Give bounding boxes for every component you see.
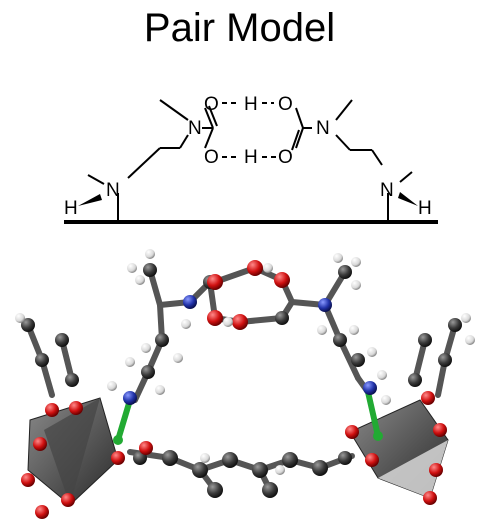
atom-label-nitrogen: N xyxy=(188,118,202,139)
atom-label-oxygen: O xyxy=(278,94,293,115)
atom-label-hydrogen: H xyxy=(244,94,258,115)
bond xyxy=(335,99,353,121)
atom-label-oxygen: O xyxy=(204,147,219,168)
atom-label-oxygen: O xyxy=(278,147,293,168)
bond xyxy=(87,174,105,185)
chemical-scheme xyxy=(64,99,438,224)
diagram-title: Pair Model xyxy=(143,6,336,50)
molecular-model xyxy=(15,249,475,519)
hydrogen-atoms xyxy=(15,249,475,475)
wedge-bond xyxy=(398,192,418,206)
bond xyxy=(208,105,218,127)
wedge-bond xyxy=(78,194,102,206)
bond xyxy=(371,149,383,166)
metal-polyhedron-right-face xyxy=(378,440,448,498)
atom-label-hydrogen: H xyxy=(244,147,258,168)
bond xyxy=(291,129,300,151)
nitrogen-atoms xyxy=(123,295,377,405)
bond xyxy=(204,107,214,129)
carbon-atoms xyxy=(21,263,462,498)
atom-label-oxygen: O xyxy=(204,94,219,115)
bond xyxy=(399,171,413,183)
bond xyxy=(159,99,189,121)
metal-center-left xyxy=(113,435,123,445)
bond xyxy=(295,127,304,149)
atom-label-hydrogen: H xyxy=(64,198,78,219)
bond xyxy=(335,134,351,151)
bond xyxy=(204,127,214,149)
bond xyxy=(179,134,189,149)
atom-label-nitrogen: N xyxy=(106,180,120,201)
atom-label-nitrogen: N xyxy=(316,118,330,139)
atom-label-nitrogen: N xyxy=(380,180,394,201)
bond xyxy=(127,147,161,179)
bond xyxy=(295,107,304,129)
oxygen-atoms xyxy=(21,260,447,519)
metal-polyhedron-left-face xyxy=(44,398,100,505)
metal-center-right xyxy=(373,431,383,441)
atom-label-hydrogen: H xyxy=(418,198,432,219)
